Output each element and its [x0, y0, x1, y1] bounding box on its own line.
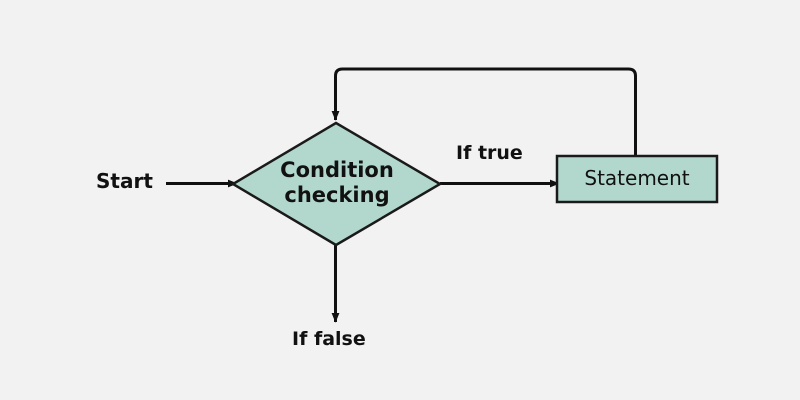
- node-statement-rect[interactable]: [555, 154, 719, 204]
- edge-statement-loop-to-condition: [331, 67, 637, 155]
- node-condition-diamond[interactable]: [230, 121, 443, 247]
